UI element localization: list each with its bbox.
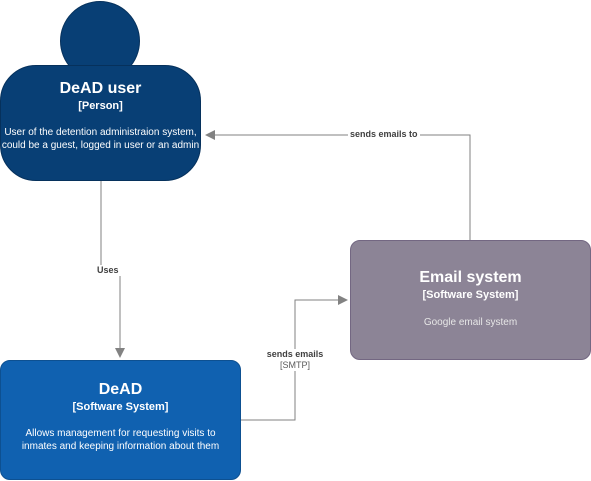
person-description: User of the detention administraion syst… <box>1 127 200 151</box>
dead-description: Allows management for requesting visits … <box>21 428 220 452</box>
edge-label-sends-emails-to-text: sends emails to <box>350 129 418 139</box>
dead-title: DeAD <box>98 381 143 398</box>
edge-label-uses-text: Uses <box>97 265 119 275</box>
email-title: Email system <box>419 269 522 286</box>
email-type: [Software System] <box>422 289 519 301</box>
edge-label-sends-emails-smtp: sends emails [SMTP] <box>262 349 328 371</box>
edge-label-smtp-tech: [SMTP] <box>279 360 310 370</box>
person-type: [Person] <box>78 100 123 112</box>
dead-type: [Software System] <box>72 401 169 413</box>
person-dead-user[interactable]: DeAD user [Person] User of the detention… <box>0 65 201 181</box>
edge-label-sends-emails-to: sends emails to <box>348 129 420 140</box>
software-system-email[interactable]: Email system [Software System] Google em… <box>350 240 591 360</box>
person-title: DeAD user <box>59 80 142 97</box>
software-system-dead[interactable]: DeAD [Software System] Allows management… <box>0 360 241 480</box>
edge-sends-emails-to <box>205 130 471 240</box>
email-description: Google email system <box>423 317 518 328</box>
edge-label-smtp-text: sends emails <box>266 349 324 359</box>
edge-label-uses: Uses <box>95 265 121 276</box>
